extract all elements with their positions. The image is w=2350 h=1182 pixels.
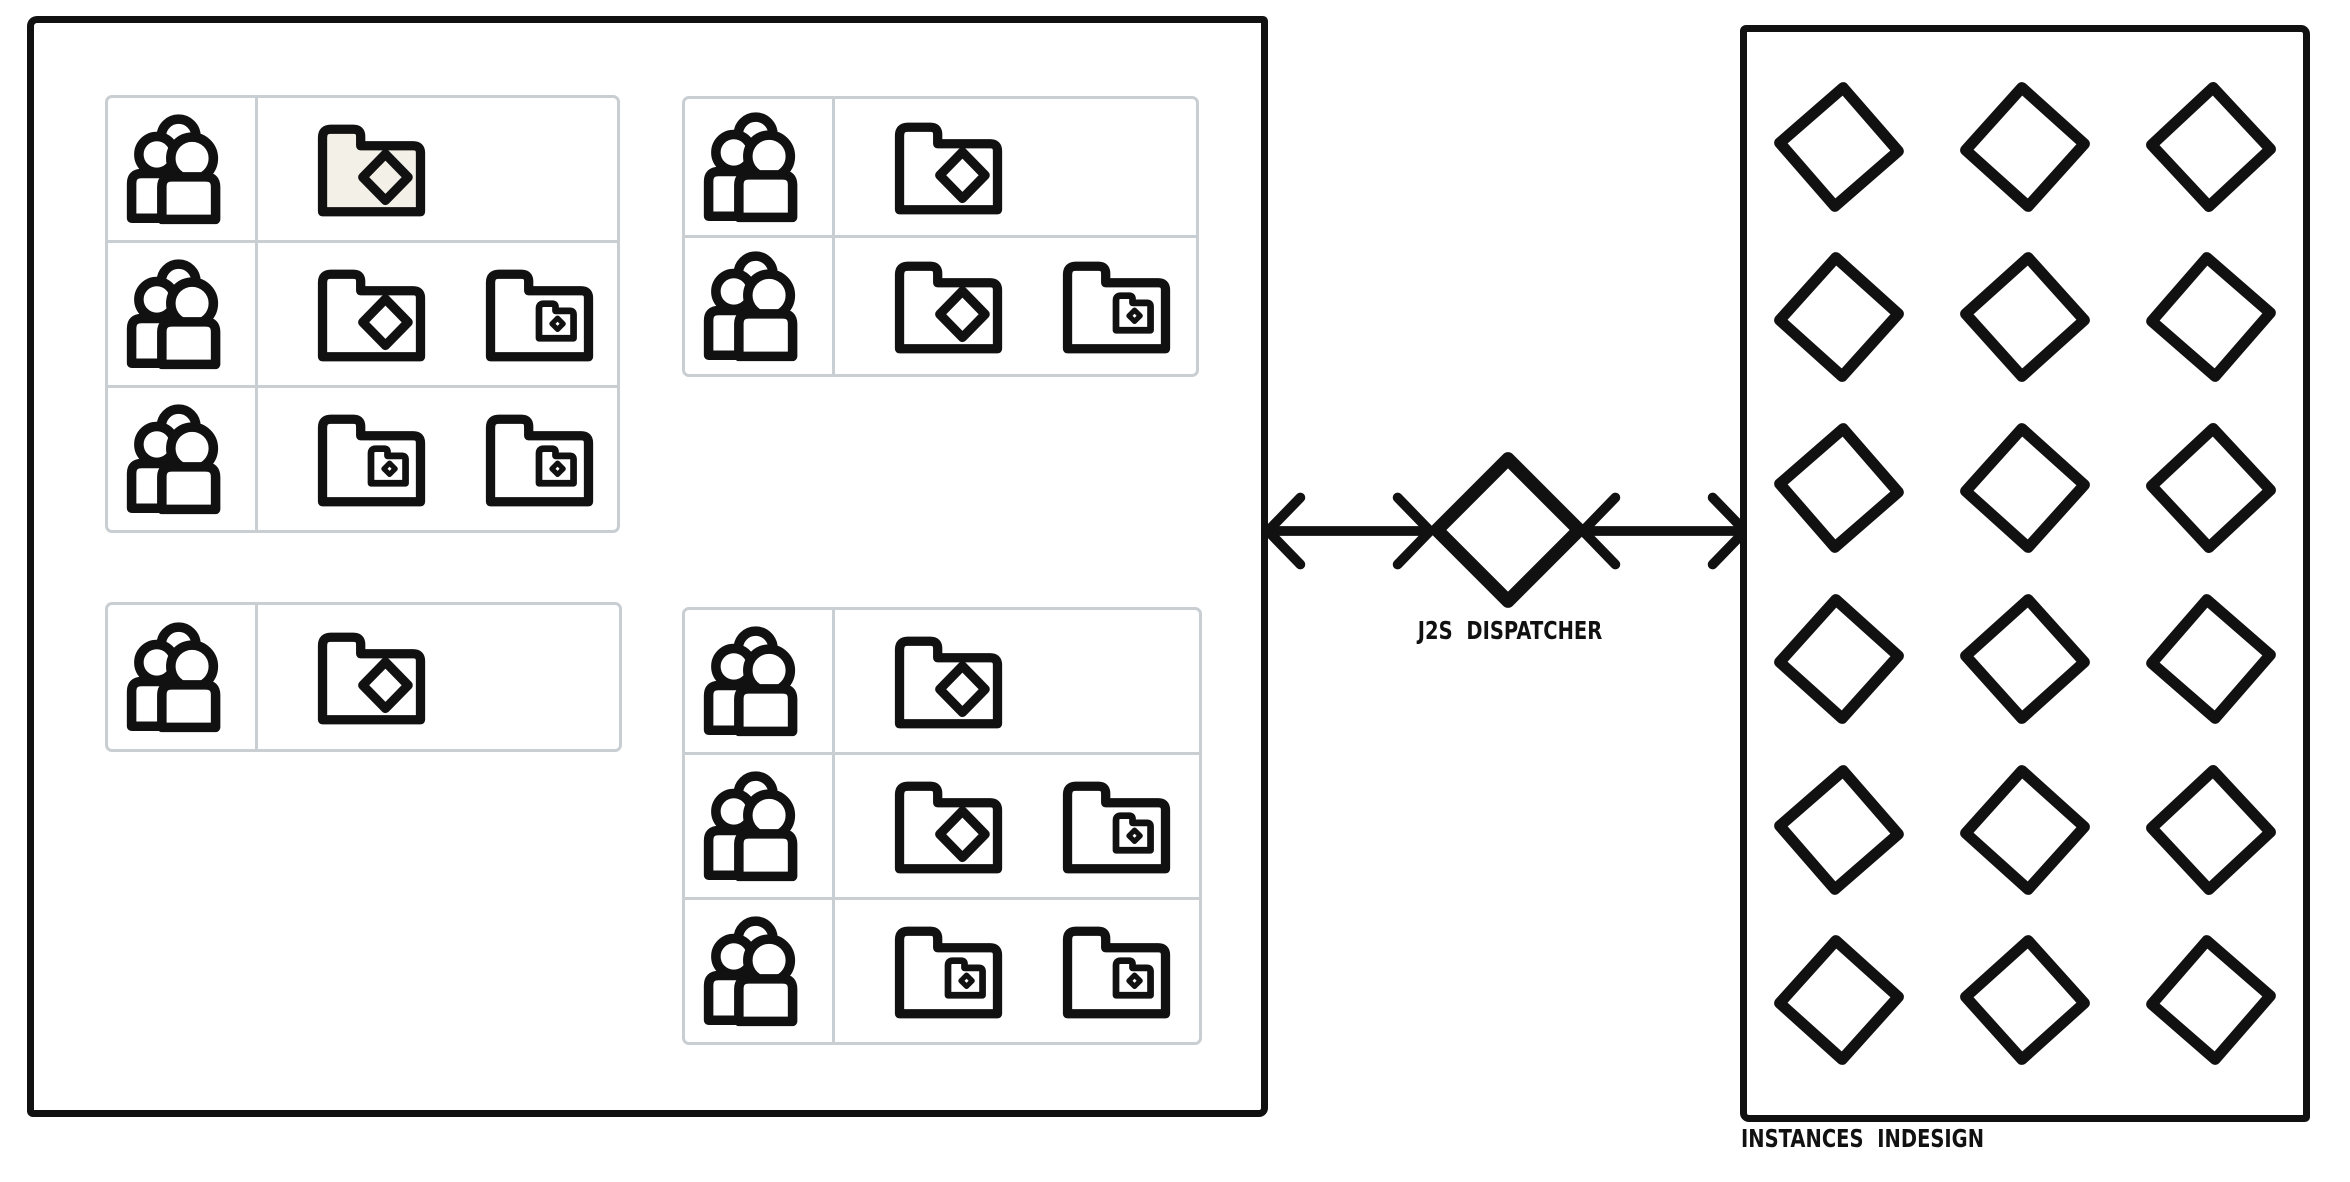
instances-label: INSTANCES INDESIGN [1741, 1124, 1985, 1153]
right-double-arrow-icon [1578, 476, 1750, 586]
folders-cell [258, 628, 429, 727]
users-cell [108, 98, 258, 240]
dispatcher-diamond-icon [1429, 451, 1587, 609]
group-row [682, 96, 1199, 238]
diamond-instance-icon [1770, 589, 1909, 728]
diamond-instance-icon [1956, 248, 2095, 387]
folder-with-diamond-icon [890, 632, 1006, 731]
instances-grid-row [1773, 934, 2277, 1066]
folders-cell [835, 118, 1006, 217]
group-row [682, 607, 1202, 755]
users-cell [108, 243, 258, 385]
group-row [682, 235, 1199, 377]
folder-with-diamond-icon [313, 265, 429, 364]
diamond-instance-icon [1769, 759, 1910, 900]
folder-with-subfolder-icon [481, 410, 597, 509]
instances-grid-row [1773, 251, 2277, 383]
folders-cell [835, 632, 1006, 731]
group-row [682, 752, 1202, 900]
users-cell [685, 99, 835, 235]
user-group-mid-left [105, 602, 622, 752]
folder-with-diamond-icon [313, 628, 429, 727]
folders-cell [258, 120, 429, 219]
groups-panel [27, 16, 1268, 1117]
group-row [105, 95, 620, 243]
group-row [105, 602, 622, 752]
diamond-instance-icon [1770, 931, 1909, 1070]
users-group-icon [123, 621, 241, 733]
users-group-icon [700, 250, 818, 362]
folder-with-subfolder-icon [890, 922, 1006, 1021]
diamond-instance-icon [1956, 760, 2095, 899]
folder-with-subfolder-icon [481, 265, 597, 364]
users-cell [685, 238, 835, 374]
folders-cell [835, 257, 1174, 356]
instances-grid-row [1773, 81, 2277, 213]
instances-panel [1740, 25, 2310, 1122]
group-row [105, 240, 620, 388]
diamond-instance-icon [1769, 76, 1910, 217]
diamond-instance-icon [2143, 420, 2280, 557]
users-cell [108, 388, 258, 530]
diamond-instance-icon [1956, 931, 2095, 1070]
users-group-icon [700, 915, 818, 1027]
user-group-bottom-middle [682, 607, 1202, 1045]
instances-grid-row [1773, 593, 2277, 725]
group-row [105, 385, 620, 533]
diamond-instance-icon [1956, 589, 2095, 728]
users-group-icon [700, 625, 818, 737]
dispatcher-label: J2S DISPATCHER [1417, 616, 1603, 645]
diamond-instance-icon [1770, 248, 1909, 387]
folder-with-diamond-icon-highlighted [313, 120, 429, 219]
users-cell [685, 610, 835, 752]
users-group-icon [123, 258, 241, 370]
instances-grid [1747, 32, 2303, 1115]
group-row [682, 897, 1202, 1045]
users-group-icon [700, 770, 818, 882]
folders-cell [258, 265, 597, 364]
user-group-top-right [682, 96, 1199, 377]
diamond-instance-icon [2141, 588, 2282, 729]
users-cell [685, 900, 835, 1042]
diamond-instance-icon [2141, 930, 2282, 1071]
instances-grid-row [1773, 422, 2277, 554]
diamond-instance-icon [2143, 761, 2280, 898]
folder-with-subfolder-icon [1058, 257, 1174, 356]
folder-with-subfolder-icon [1058, 777, 1174, 876]
folders-cell [835, 922, 1174, 1021]
users-cell [108, 605, 258, 749]
diamond-instance-icon [1956, 419, 2095, 558]
folder-with-diamond-icon [890, 257, 1006, 356]
users-group-icon [123, 113, 241, 225]
users-group-icon [700, 111, 818, 223]
diamond-instance-icon [2143, 78, 2280, 215]
folder-with-subfolder-icon [1058, 922, 1174, 1021]
folder-with-subfolder-icon [313, 410, 429, 509]
users-cell [685, 755, 835, 897]
instances-grid-row [1773, 764, 2277, 896]
folders-cell [258, 410, 597, 509]
user-group-top-left [105, 95, 620, 533]
folders-cell [835, 777, 1174, 876]
diamond-instance-icon [1956, 77, 2095, 216]
left-double-arrow-icon [1263, 476, 1435, 586]
folder-with-diamond-icon [890, 777, 1006, 876]
users-group-icon [123, 403, 241, 515]
diamond-instance-icon [1769, 418, 1910, 559]
diamond-instance-icon [2141, 247, 2282, 388]
folder-with-diamond-icon [890, 118, 1006, 217]
